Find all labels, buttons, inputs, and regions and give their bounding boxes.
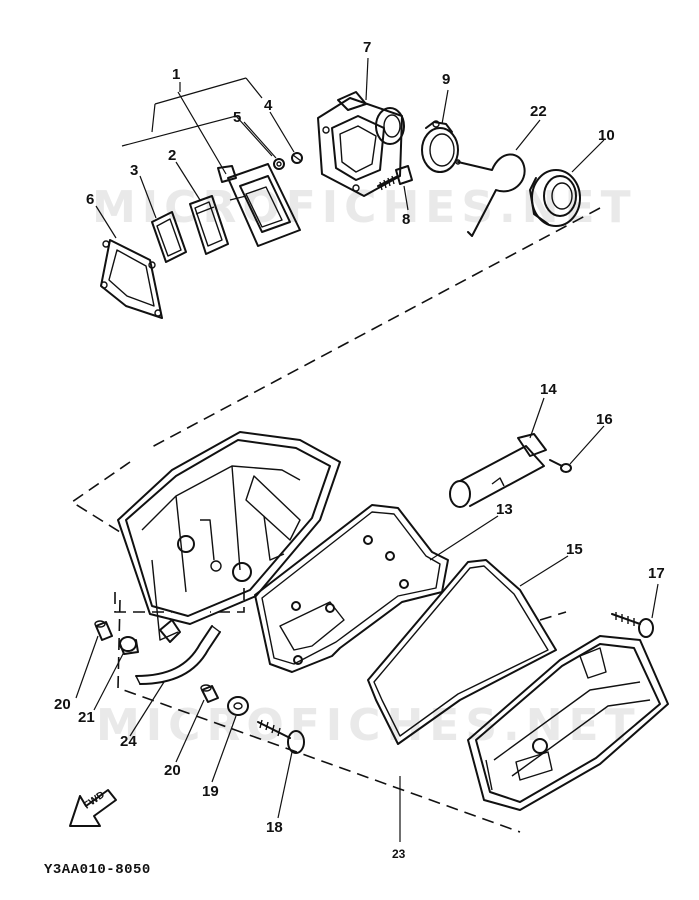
callout-20-right: 20 [164,762,181,779]
callout-23: 23 [392,847,406,861]
bolt-part-8 [377,165,413,191]
air-box-case [117,431,341,643]
callout-15: 15 [566,541,583,558]
callout-1: 1 [172,66,181,83]
watermark-bottom: MICROFICHES.NET [96,700,641,751]
nut-part-5 [273,158,285,170]
callout-3: 3 [130,162,139,179]
callout-6: 6 [86,191,95,208]
assembly-outline-left [70,461,131,533]
washer-part-19 [227,696,249,716]
assembly-outline-top [149,207,601,449]
screw-part-4 [291,152,303,164]
reed-stopper-part-2 [189,195,229,255]
plug-part-20b [200,684,219,703]
rubber-joint-part-10 [529,169,581,227]
case-drain-outline-2 [210,588,245,613]
callout-22: 22 [530,103,547,120]
leader-lines [75,57,659,842]
hose-clamp-part-9 [421,120,459,173]
reed-petal-part-3 [151,211,187,263]
gasket-part-6 [100,239,163,319]
callout-16: 16 [596,411,613,428]
watermark-top: MICROFICHES.NET [92,182,637,233]
case-drain-outline [114,592,172,613]
screw-part-16 [549,459,572,473]
callout-2: 2 [168,147,177,164]
filter-element-part-13 [254,504,449,673]
callout-8: 8 [402,211,411,228]
callout-9: 9 [442,71,451,88]
cover-outline-bottom [117,599,521,833]
callout-13: 13 [496,501,513,518]
callout-4: 4 [264,97,273,114]
reed-valve-part-1 [217,163,301,247]
plug-part-20a [94,620,113,641]
damper-part-21 [119,636,139,655]
forward-arrow-icon [69,789,117,827]
drain-hose-part-24 [135,625,221,685]
seal-part-15 [367,559,557,745]
cover-outline-right [539,611,567,621]
callout-20-left: 20 [54,696,71,713]
bolt-part-18 [257,719,305,754]
callout-14: 14 [540,381,557,398]
reference-code: Y3AA010-8050 [44,862,151,878]
intake-duct-part-14 [449,433,547,508]
callout-10: 10 [598,127,615,144]
screw-part-17 [611,612,654,638]
callout-21: 21 [78,709,95,726]
callout-18: 18 [266,819,283,836]
callout-7: 7 [363,39,372,56]
callout-24: 24 [120,733,137,750]
callout-5: 5 [233,109,242,126]
callout-17: 17 [648,565,665,582]
callout-19: 19 [202,783,219,800]
intake-manifold-part-7 [317,91,405,197]
spring-clip-part-22 [455,153,526,237]
air-box-cover [467,635,669,811]
